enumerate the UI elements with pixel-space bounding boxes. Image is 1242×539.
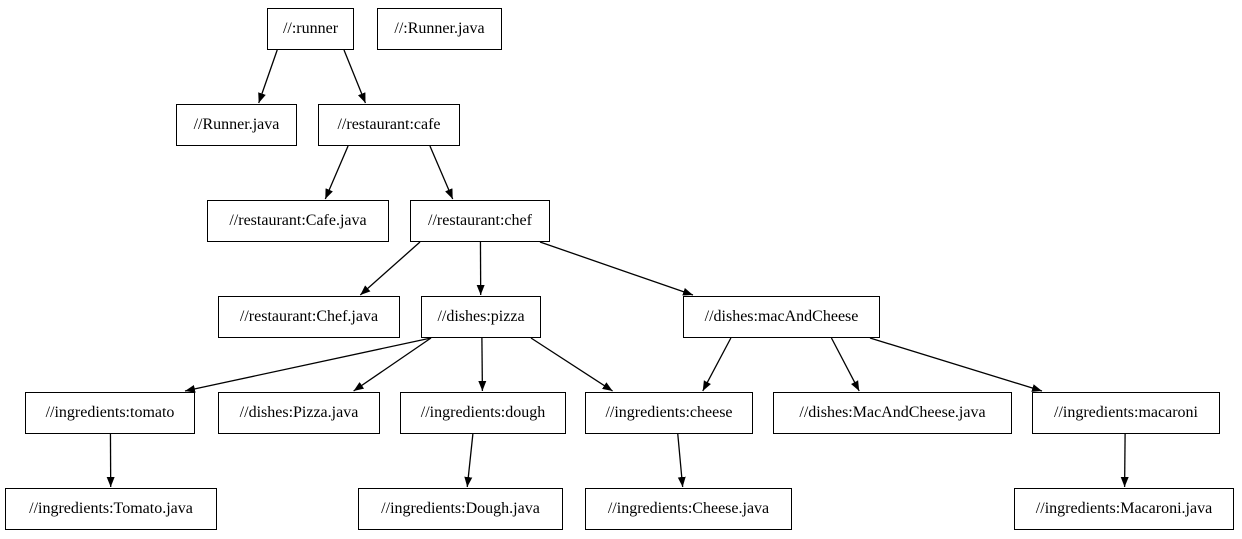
graph-node-runner: //:runner (267, 8, 354, 50)
graph-node-cafe: //restaurant:cafe (318, 104, 460, 146)
edge-arrow-cafe-to-cafe-java (324, 145, 349, 200)
edge-arrow-runner-to-cafe (343, 49, 367, 104)
graph-node-tomato: //ingredients:tomato (25, 392, 195, 434)
edge-arrow-pizza-to-pizza-java (353, 337, 432, 392)
edge-group (106, 49, 1129, 488)
edge-arrow-chef-to-chef-java (359, 241, 421, 296)
edge-arrow-mac-and-cheese-to-cheese (702, 337, 732, 392)
graph-node-pizza: //dishes:pizza (421, 296, 541, 338)
graph-node-chef: //restaurant:chef (410, 200, 550, 242)
edge-arrow-mac-and-cheese-to-macaroni (869, 337, 1043, 392)
graph-node-mac-and-cheese-java: //dishes:MacAndCheese.java (773, 392, 1012, 434)
graph-node-pizza-java: //dishes:Pizza.java (218, 392, 380, 434)
edge-arrow-cheese-to-cheese-java (677, 433, 686, 488)
graph-node-runner-java-root: //:Runner.java (377, 8, 502, 50)
graph-node-chef-java: //restaurant:Chef.java (218, 296, 400, 338)
graph-node-dough-java: //ingredients:Dough.java (358, 488, 563, 530)
edge-arrow-dough-to-dough-java (464, 433, 474, 488)
edge-arrow-pizza-to-tomato (184, 337, 432, 393)
edge-arrow-mac-and-cheese-to-mac-and-cheese-java (830, 337, 860, 392)
graph-node-runner-java: //Runner.java (176, 104, 297, 146)
graph-node-cafe-java: //restaurant:Cafe.java (207, 200, 389, 242)
edge-arrow-macaroni-to-macaroni-java (1120, 433, 1129, 488)
graph-node-cheese-java: //ingredients:Cheese.java (585, 488, 792, 530)
graph-node-cheese: //ingredients:cheese (585, 392, 753, 434)
graph-node-macaroni: //ingredients:macaroni (1032, 392, 1220, 434)
edge-arrow-cafe-to-chef (429, 145, 454, 200)
edge-arrow-pizza-to-dough (478, 337, 487, 392)
edge-arrow-chef-to-mac-and-cheese (539, 241, 694, 296)
graph-node-dough: //ingredients:dough (400, 392, 566, 434)
graph-node-macaroni-java: //ingredients:Macaroni.java (1014, 488, 1234, 530)
graph-node-tomato-java: //ingredients:Tomato.java (5, 488, 217, 530)
graph-node-mac-and-cheese: //dishes:macAndCheese (683, 296, 880, 338)
edge-arrow-pizza-to-cheese (530, 337, 613, 392)
edge-arrow-runner-to-runner-java (258, 49, 278, 104)
